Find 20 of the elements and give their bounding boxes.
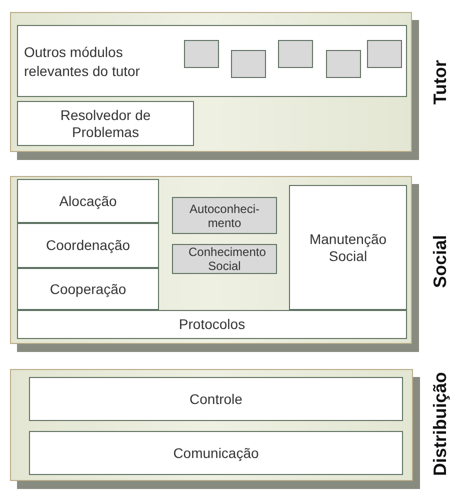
module-box: Cooperação <box>17 268 159 310</box>
layer-title: Distribuição <box>430 372 451 476</box>
module-box: Resolvedor de Problemas <box>17 101 194 146</box>
module-box: Manutenção Social <box>289 185 407 310</box>
layer-title: Social <box>430 235 451 288</box>
module-label: Outros módulos relevantes do tutor <box>24 43 141 81</box>
module-box: Protocolos <box>17 310 407 339</box>
layer-title: Tutor <box>430 60 451 105</box>
module-box <box>367 40 402 68</box>
module-box <box>326 50 361 78</box>
module-box <box>184 40 219 68</box>
module-panel <box>17 25 407 97</box>
knowledge-box: Conhecimento Social <box>172 244 277 274</box>
module-box: Alocação <box>17 179 159 223</box>
module-box <box>278 40 313 68</box>
module-box: Comunicação <box>29 431 403 475</box>
module-box: Controle <box>29 377 403 421</box>
module-box <box>231 50 266 78</box>
knowledge-box: Autoconheci- mento <box>172 197 277 234</box>
module-box: Coordenação <box>17 223 159 268</box>
